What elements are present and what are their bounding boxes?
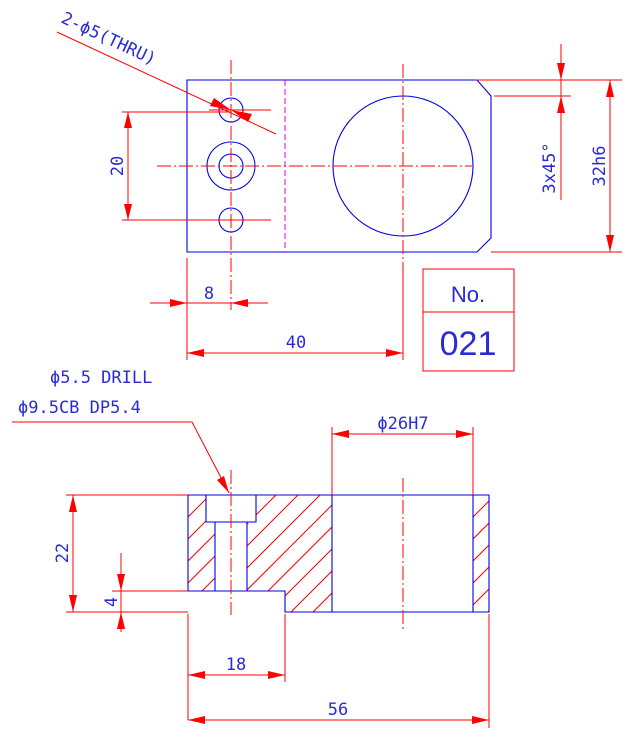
hatch-line <box>357 495 474 612</box>
dim-56-label: 56 <box>328 700 348 720</box>
dim-20: 20 <box>108 111 231 221</box>
dim-18-label: 18 <box>226 655 246 675</box>
drill-note-label: ϕ5.5 DRILL <box>50 368 152 388</box>
cb-note-label: ϕ9.5CB DP5.4 <box>18 398 141 418</box>
dim-32h6: 32h6 <box>491 80 622 253</box>
hatch-line <box>473 588 489 606</box>
hatch-line <box>290 570 332 612</box>
hatch-line <box>598 495 635 612</box>
hatch-line <box>554 495 635 612</box>
dim-20-label: 20 <box>108 156 128 176</box>
number-label: No. <box>451 282 485 307</box>
top-view <box>157 60 492 310</box>
dim-22-label: 22 <box>53 543 73 563</box>
section-view <box>187 470 635 632</box>
hatch-line <box>188 495 189 496</box>
hatch-line <box>379 495 496 612</box>
dim-8: 8 <box>150 258 268 310</box>
hatch-left <box>188 495 562 612</box>
hatch-line <box>445 495 562 612</box>
hatch-line <box>532 495 635 612</box>
hatch-line <box>312 592 332 612</box>
dim-40: 40 <box>186 268 404 360</box>
hatch-line <box>268 548 332 612</box>
dim-32h6-label: 32h6 <box>590 146 610 187</box>
dim-40-label: 40 <box>286 333 306 353</box>
number-box: No. 021 <box>422 268 515 372</box>
bore-note-label: ϕ26H7 <box>377 414 428 434</box>
dim-bore: ϕ26H7 <box>331 414 474 495</box>
hatch-line <box>473 544 489 562</box>
hatch-right <box>473 495 635 612</box>
hatch-line <box>188 495 211 518</box>
hatch-line <box>473 522 489 540</box>
drill-notes: ϕ5.5 DRILL ϕ9.5CB DP5.4 <box>12 368 230 494</box>
dim-8-label: 8 <box>204 284 214 304</box>
hatch-line <box>473 500 489 518</box>
hatch-line <box>576 495 635 612</box>
holes-note: 2-ϕ5(THRU) <box>56 8 277 135</box>
hatch-line <box>473 566 489 584</box>
dim-18: 18 <box>187 614 286 720</box>
hatch-line <box>401 495 518 612</box>
dim-4-label: 4 <box>102 597 122 607</box>
hatch-line <box>510 495 627 612</box>
hatch-line <box>487 610 489 612</box>
dim-56: 56 <box>188 614 490 728</box>
dim-22: 22 <box>53 494 188 613</box>
dim-4: 4 <box>102 553 188 632</box>
hatch-line <box>473 495 474 496</box>
number-value: 021 <box>440 325 497 363</box>
hatch-line <box>335 495 452 612</box>
chamfer-label: 3x45° <box>540 142 560 193</box>
dim-chamfer: 3x45° <box>477 44 622 200</box>
hatch-line <box>423 495 540 612</box>
